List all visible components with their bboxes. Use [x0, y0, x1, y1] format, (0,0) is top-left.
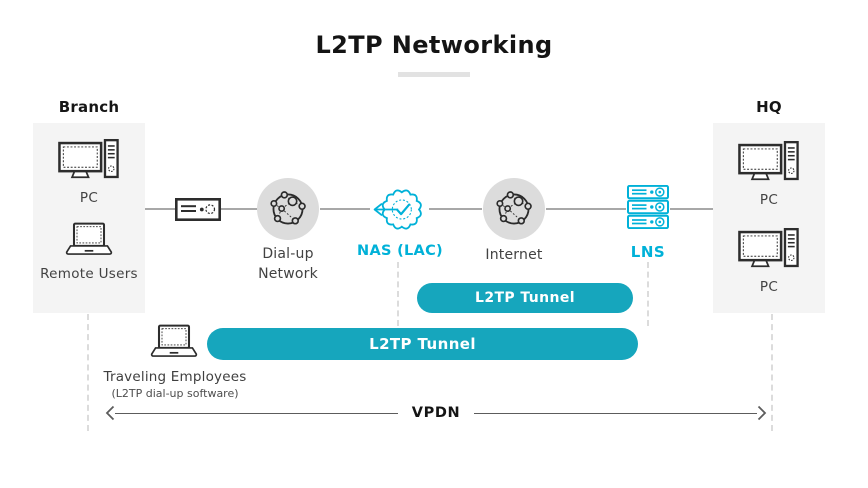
internet-node: [483, 178, 545, 240]
hq-pc1-label: PC: [759, 192, 779, 208]
traveling-employees-sublabel: (L2TP dial-up software): [111, 387, 239, 400]
laptop-icon: [65, 222, 113, 257]
desktop-pc-icon: [58, 138, 120, 183]
vpdn-line-right: [474, 412, 758, 414]
branch-zone-label: Branch: [58, 98, 120, 116]
verified-badge-arrow-icon: [373, 189, 422, 230]
dialup-network-node: [257, 178, 319, 240]
page-title: L2TP Networking: [315, 31, 553, 59]
branch-panel: PC Remote Users: [33, 123, 145, 313]
vpdn-span-arrow: VPDN: [105, 404, 767, 422]
hq-pc2-label: PC: [759, 278, 779, 295]
connector-line: [145, 208, 176, 210]
l2tp-tunnel-bar-upper: L2TP Tunnel: [417, 283, 633, 313]
branch-pc-label: PC: [79, 190, 99, 206]
traveling-employees-label: Traveling Employees: [103, 369, 247, 385]
lns-label: LNS: [630, 243, 666, 261]
nas-guide-dashed-line: [397, 262, 399, 326]
vpdn-line-left: [115, 412, 398, 414]
title-underline: [398, 72, 470, 77]
desktop-pc-icon: [738, 227, 800, 272]
nas-lac-label: NAS (LAC): [357, 243, 443, 259]
connector-line: [320, 208, 370, 210]
arrow-right-icon: [757, 405, 767, 421]
lns-guide-dashed-line: [647, 262, 649, 326]
laptop-icon: [150, 324, 198, 359]
connector-line: [546, 208, 626, 210]
connector-line: [429, 208, 482, 210]
l2tp-tunnel-bar-lower: L2TP Tunnel: [207, 328, 638, 360]
desktop-pc-icon: [738, 140, 800, 185]
l2tp-tunnel-lower-label: L2TP Tunnel: [369, 335, 476, 353]
arrow-left-icon: [105, 405, 115, 421]
branch-guide-dashed-line: [87, 314, 89, 431]
network-globe-icon: [494, 189, 534, 229]
dialup-network-label: Dial-up Network: [258, 246, 318, 283]
hq-guide-dashed-line: [771, 314, 773, 431]
vpdn-label: VPDN: [411, 405, 461, 421]
hq-panel: PC PC: [713, 123, 825, 313]
internet-label: Internet: [485, 247, 543, 263]
modem-icon: [175, 198, 221, 221]
l2tp-tunnel-upper-label: L2TP Tunnel: [475, 290, 575, 306]
connector-line: [221, 208, 257, 210]
connector-line: [670, 208, 713, 210]
network-globe-icon: [268, 189, 308, 229]
branch-remote-users-label: Remote Users: [40, 265, 138, 282]
server-stack-icon: [627, 185, 669, 229]
hq-zone-label: HQ: [756, 98, 782, 116]
